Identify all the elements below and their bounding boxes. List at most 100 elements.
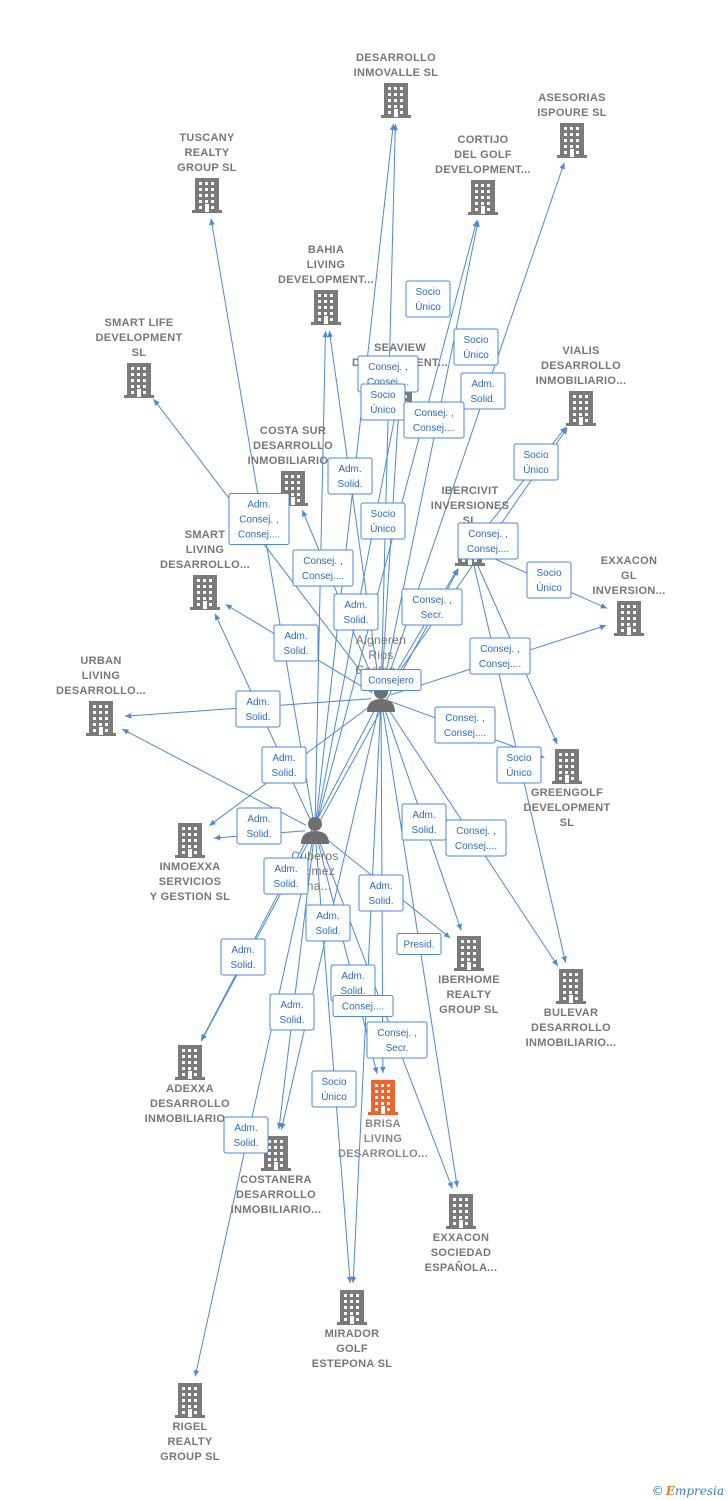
node-label: BAHIA <box>308 244 344 256</box>
node-exxaconGl[interactable]: EXXACONGLINVERSION... <box>592 555 665 636</box>
relation-text: Solid. <box>279 1015 304 1026</box>
relation-text: Consej.... <box>479 659 521 670</box>
node-label: Y GESTION SL <box>150 891 230 903</box>
relation-label[interactable]: Consej. ,Consej.... <box>292 549 354 587</box>
node-label: Aigneren <box>356 633 406 647</box>
node-smartliving[interactable]: SMARTLIVINGDESARROLLO... <box>160 529 250 610</box>
relation-text: Socio <box>370 509 395 520</box>
building-icon <box>566 391 596 426</box>
relation-label[interactable]: Presid. <box>396 933 442 955</box>
relation-text: Solid. <box>245 712 270 723</box>
node-label: DESARROLLO... <box>338 1148 428 1160</box>
relation-label[interactable]: Consejero <box>360 669 422 691</box>
relation-label[interactable]: Adm.Consej. ,Consej.... <box>228 493 290 545</box>
node-label: DEVELOPMENT... <box>278 274 374 286</box>
relation-text: Solid. <box>340 986 365 997</box>
relation-text: Solid. <box>470 394 495 405</box>
relation-label[interactable]: Adm.Solid. <box>223 1116 269 1154</box>
relation-label[interactable]: Adm.Solid. <box>235 690 281 728</box>
relation-label[interactable]: Consej. ,Consej.... <box>403 401 465 439</box>
relation-text: Solid. <box>368 896 393 907</box>
relation-text: Consej. , <box>377 1028 416 1039</box>
relation-text: Adm. <box>280 1000 303 1011</box>
node-label: ESTEPONA SL <box>312 1358 393 1370</box>
node-label: LIVING <box>364 1133 402 1145</box>
relation-label[interactable]: Consej. ,Consej.... <box>434 706 496 744</box>
relation-label[interactable]: Adm.Solid. <box>261 746 307 784</box>
relation-label[interactable]: Consej.... <box>332 995 394 1017</box>
building-icon <box>86 701 116 736</box>
relation-label[interactable]: Adm.Solid. <box>401 803 447 841</box>
building-icon <box>175 1045 205 1080</box>
edge-aigneren-seaview <box>381 413 401 689</box>
relation-label[interactable]: Adm.Solid. <box>460 372 506 410</box>
relation-text: Socio <box>523 450 548 461</box>
brand-footer[interactable]: ©Empresia <box>652 1484 724 1498</box>
relation-text: Único <box>370 522 396 535</box>
relation-text: Adm. <box>247 814 270 825</box>
relation-label[interactable]: Adm.Solid. <box>263 857 309 895</box>
relation-text: Único <box>415 300 441 313</box>
relation-label[interactable]: Consej. ,Secr. <box>366 1021 428 1059</box>
node-brisa[interactable]: BRISALIVINGDESARROLLO... <box>338 1080 428 1160</box>
relation-label[interactable]: Adm.Solid. <box>327 457 373 495</box>
relation-label[interactable]: Consej. ,Consej.... <box>445 819 507 857</box>
relation-label[interactable]: Adm.Solid. <box>358 874 404 912</box>
node-label: DESARROLLO <box>150 1098 230 1110</box>
relation-label[interactable]: Adm.Solid. <box>220 938 266 976</box>
edge-aigneren-cortijo <box>382 220 480 689</box>
relation-label[interactable]: Adm.Solid. <box>236 807 282 845</box>
building-icon <box>124 363 154 398</box>
relation-text: Consejero <box>368 676 414 687</box>
relation-label[interactable]: Consej. ,Consej.... <box>469 637 531 675</box>
relation-text: Socio <box>463 335 488 346</box>
brand-name: mpresia <box>674 1484 724 1498</box>
node-costanera[interactable]: COSTANERADESARROLLOINMOBILIARIO... <box>231 1136 322 1216</box>
node-bahia[interactable]: BAHIALIVINGDEVELOPMENT... <box>278 244 374 325</box>
node-adexxa[interactable]: ADEXXA DESARROLLO INMOBILIARIO... <box>145 1045 236 1125</box>
relation-text: Solid. <box>283 646 308 657</box>
relation-label[interactable]: Adm.Solid. <box>333 593 379 631</box>
relation-label[interactable]: Consej. ,Consej.... <box>357 355 419 393</box>
copyright-icon: © <box>651 1484 664 1498</box>
relation-text: Socio <box>321 1077 346 1088</box>
relation-label[interactable]: Adm. Solid. <box>269 993 315 1031</box>
node-label: ADEXXA <box>166 1083 214 1095</box>
node-exxaconSoc[interactable]: EXXACONSOCIEDADESPAÑOLA... <box>425 1194 498 1274</box>
node-label: INMOBILIARIO... <box>145 1113 236 1125</box>
building-icon <box>468 180 498 215</box>
node-vialis[interactable]: VIALISDESARROLLOINMOBILIARIO... <box>536 345 627 426</box>
node-label: GREENGOLF <box>531 787 603 799</box>
relation-label[interactable]: Consej. ,Secr. <box>401 588 463 626</box>
node-label: INMOBILIARIO... <box>231 1204 322 1216</box>
relation-text: Consej. , <box>414 408 453 419</box>
node-bulevar[interactable]: BULEVARDESARROLLOINMOBILIARIO... <box>526 969 617 1049</box>
node-urban[interactable]: URBANLIVINGDESARROLLO... <box>56 655 146 736</box>
relation-text: Consej.... <box>238 530 280 541</box>
relation-text: Adm. <box>412 810 435 821</box>
relation-text: Secr. <box>421 610 444 621</box>
relation-text: Adm. <box>284 631 307 642</box>
relation-label[interactable]: Adm. Solid. <box>273 624 319 662</box>
relation-label[interactable]: Adm.Solid. <box>305 904 351 942</box>
node-label: DEVELOPMENT <box>523 802 610 814</box>
relation-label[interactable]: Consej. ,Consej.... <box>457 522 519 560</box>
